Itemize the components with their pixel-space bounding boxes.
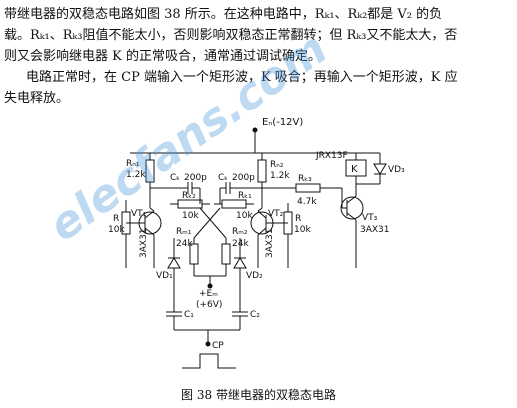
rk3-label: Rₖ₃ bbox=[298, 174, 312, 184]
c2-label: C₂ bbox=[250, 310, 260, 320]
eb-value: (+6V) bbox=[196, 300, 222, 310]
vt2-label: VT₂ bbox=[268, 209, 284, 219]
ck-right-label: Cₖ bbox=[218, 173, 228, 183]
capacitor-c1 bbox=[166, 308, 182, 330]
paragraph-line: 则又会影响继电器 K 的正常吸合，通常通过调试确定。 bbox=[4, 49, 321, 64]
supply-rail bbox=[130, 127, 375, 154]
cp-label: CP bbox=[212, 341, 224, 351]
resistor-rb2 bbox=[221, 238, 231, 276]
capacitor-ck-right bbox=[220, 182, 240, 194]
relay-k bbox=[345, 152, 380, 185]
resistor-r-right bbox=[283, 203, 293, 258]
ck-left-label: Cₖ bbox=[170, 173, 180, 183]
rb2-label: Rₘ₂ bbox=[232, 227, 248, 237]
vt1-label: VT₁ bbox=[131, 209, 147, 219]
ck-left-value: 200p bbox=[184, 173, 207, 183]
vd1-label: VD₁ bbox=[156, 271, 173, 281]
diode-vd1 bbox=[167, 238, 181, 308]
paragraph-line: 带继电器的双稳态电路如图 38 所示。在这种电路中，Rₖ₁、Rₖ₂都是 V₂ 的… bbox=[4, 7, 443, 22]
paragraph-line: 失电释放。 bbox=[4, 91, 70, 106]
paragraph-line: 载。Rₖ₁、Rₖ₃阻值不能太小，否则影响双稳态正常翻转；但 Rₖ₃又不能太大，否 bbox=[4, 28, 458, 43]
circuit-diagram: Eₙ(-12V) Rₙ₁ 1.2k Rₙ₂ 1.2k Cₖ 200p bbox=[108, 117, 405, 369]
relay-k-label: K bbox=[351, 164, 358, 175]
rc1-label: Rₙ₁ bbox=[126, 159, 140, 169]
paragraph-intro: 带继电器的双稳态电路如图 38 所示。在这种电路中，Rₖ₁、Rₖ₂都是 V₂ 的… bbox=[4, 4, 512, 67]
vt3-type: 3AX31 bbox=[360, 225, 390, 235]
r-right-value: 10k bbox=[294, 225, 311, 235]
paragraph-operation: 电路正常时，在 CP 端输入一个矩形波，K 吸合；再输入一个矩形波，K 应 失电… bbox=[4, 67, 512, 109]
vt2-type: 3AX31 bbox=[265, 228, 275, 258]
rb2-value: 24k bbox=[232, 239, 249, 249]
paragraph-line: 电路正常时，在 CP 端输入一个矩形波，K 吸合；再输入一个矩形波，K 应 bbox=[26, 70, 458, 85]
rk2-label: Rₖ₂ bbox=[182, 191, 196, 201]
transistor-vt1 bbox=[126, 207, 162, 258]
relay-model: JRX13F bbox=[315, 151, 348, 161]
rc2-label: Rₙ₂ bbox=[270, 160, 284, 170]
eb-label: +Eₘ bbox=[199, 289, 218, 299]
diode-vd2 bbox=[233, 238, 247, 308]
resistor-rk2 bbox=[170, 199, 210, 209]
resistor-rk3 bbox=[262, 183, 342, 193]
diode-vd3 bbox=[373, 153, 387, 184]
supply-label: Eₙ(-12V) bbox=[262, 117, 303, 128]
figure-caption: 图 38 带继电器的双稳态电路 bbox=[181, 388, 336, 402]
resistor-rc2 bbox=[257, 153, 267, 208]
resistor-rb1 bbox=[189, 238, 199, 276]
rk1-value: 10k bbox=[236, 211, 253, 221]
capacitor-c2 bbox=[232, 308, 248, 330]
resistor-rc1 bbox=[145, 153, 155, 208]
ck-right-value: 200p bbox=[232, 173, 255, 183]
r-right-label: R bbox=[295, 214, 301, 224]
capacitor-ck-left bbox=[178, 182, 200, 194]
resistor-rk1 bbox=[214, 199, 254, 209]
r-left-label: R bbox=[113, 214, 119, 224]
r-left-value: 10k bbox=[108, 225, 125, 235]
vd3-label: VD₃ bbox=[388, 165, 405, 175]
vt1-type: 3AX31 bbox=[139, 228, 149, 258]
vt3-label: VT₃ bbox=[362, 213, 378, 223]
rb1-label: Rₘ₁ bbox=[176, 227, 192, 237]
c1-label: C₁ bbox=[184, 310, 194, 320]
cp-pulse bbox=[182, 353, 236, 369]
rk2-value: 10k bbox=[182, 211, 199, 221]
rk1-label: Rₖ₁ bbox=[238, 191, 252, 201]
transistor-vt3 bbox=[340, 184, 364, 258]
rc1-value: 1.2k bbox=[126, 170, 146, 180]
rb1-value: 24k bbox=[176, 239, 193, 249]
rk3-value: 4.7k bbox=[297, 197, 317, 207]
vd2-label: VD₂ bbox=[246, 271, 263, 281]
rc2-value: 1.2k bbox=[270, 171, 290, 181]
